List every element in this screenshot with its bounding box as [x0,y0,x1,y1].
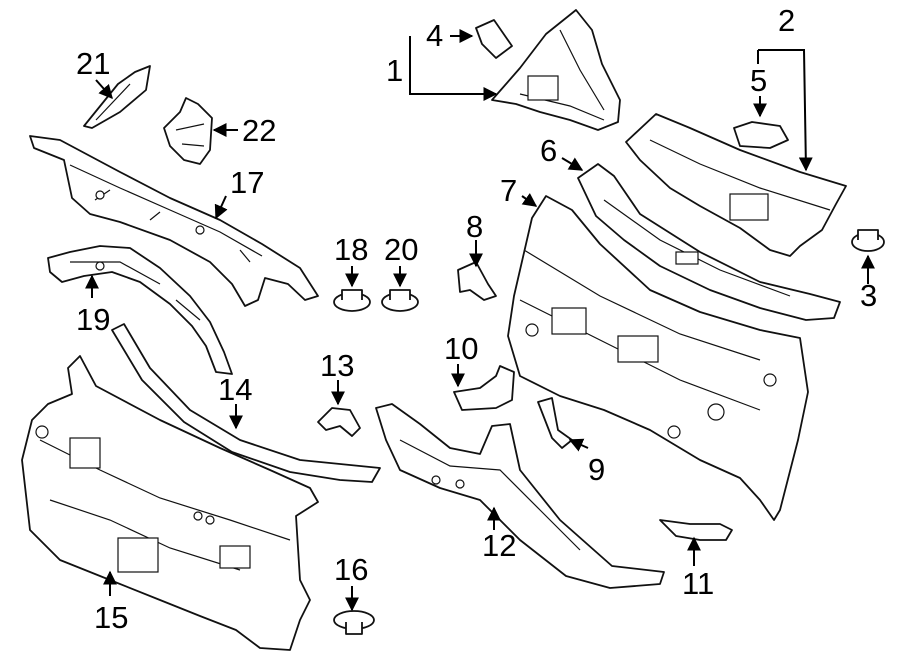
part-16-grommet [333,610,375,635]
part-2-cowl-grille [625,113,847,257]
callout-11: 11 [682,566,714,601]
part-9-bracket [537,397,573,449]
part-10-bracket [453,365,515,411]
callout-18: 18 [334,232,368,267]
callout-15: 15 [94,600,128,635]
part-22-bracket [163,97,213,165]
callout-5: 5 [750,63,767,98]
part-21-trim-piece [83,65,151,129]
part-12-floor-rail [375,403,665,589]
part-11-bracket [659,519,733,541]
callout-13: 13 [320,348,354,383]
part-19-side-brace [47,245,233,375]
callout-12: 12 [482,528,516,563]
part-7-dash-panel [507,195,809,521]
callout-1: 1 [386,53,403,88]
part-13-clip [317,407,361,437]
callout-22: 22 [242,113,276,148]
callout-4: 4 [426,18,443,53]
callout-14: 14 [218,372,252,407]
callout-10: 10 [444,331,478,366]
callout-19: 19 [76,302,110,337]
part-18-nut [333,289,371,312]
part-3-nut [851,229,885,252]
leader-lines [85,29,875,612]
callout-21: 21 [76,46,110,81]
callout-17: 17 [230,165,264,200]
part-6-crossmember [577,163,841,321]
callout-2: 2 [778,3,795,38]
callout-9: 9 [588,452,605,487]
callout-16: 16 [334,552,368,587]
part-4-cover [475,19,513,59]
part-17-upper-crossmember [29,135,319,307]
part-20-nut [381,289,419,312]
part-15-lower-insulator [21,355,319,651]
callout-20: 20 [384,232,418,267]
callout-8: 8 [466,209,483,244]
part-1-cowl-panel [491,9,621,131]
part-8-bracket [457,261,497,301]
callout-7: 7 [500,173,517,208]
callout-labels: 1 2 3 4 5 6 7 8 9 10 11 12 13 14 15 16 1… [76,3,877,635]
callout-6: 6 [540,133,557,168]
part-5-cover [733,121,789,149]
part-14-seal-strip [111,323,381,483]
callout-3: 3 [860,278,877,313]
